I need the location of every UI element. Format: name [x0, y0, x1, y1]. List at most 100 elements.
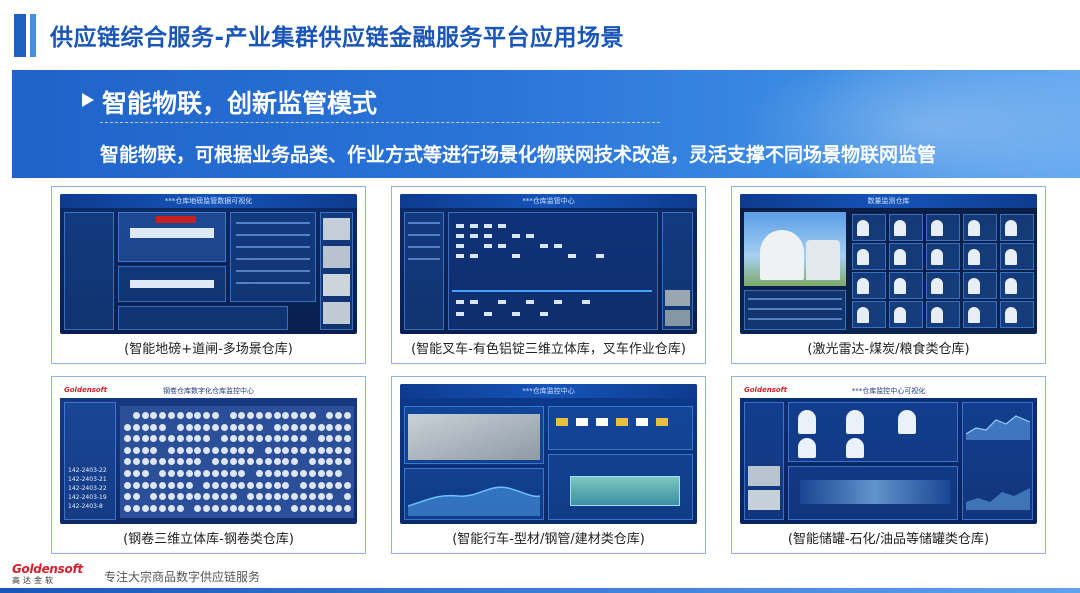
- coil-mark: [141, 446, 149, 454]
- coil-mark: [159, 458, 167, 466]
- card-caption: (智能地磅+道闸-多场景仓库): [124, 342, 293, 357]
- coil-mark: [229, 446, 237, 454]
- coil-mark: [256, 412, 263, 419]
- coil-mark: [335, 458, 343, 466]
- coil-mark: [317, 504, 325, 512]
- coil-mark: [203, 435, 211, 443]
- coil-mark: [344, 493, 351, 501]
- dashboard-title: 钢卷仓库数字化仓库监控中心: [163, 387, 254, 395]
- coil-mark: [150, 481, 158, 489]
- coil-mark: [291, 446, 299, 454]
- coil-mark: [273, 493, 281, 501]
- coil-mark: [317, 493, 325, 501]
- coil-mark: [150, 423, 158, 431]
- coil-mark: [291, 412, 299, 419]
- coil-mark: [291, 423, 299, 431]
- coil-mark: [282, 481, 290, 489]
- coil-mark: [194, 435, 202, 443]
- coil-mark: [317, 481, 325, 489]
- coil-mark: [256, 470, 263, 477]
- coil-mark: [220, 493, 228, 501]
- coil-mark: [141, 470, 149, 477]
- coil-mark: [229, 493, 237, 501]
- coil-mark: [326, 412, 334, 419]
- coil-mark: [344, 435, 351, 443]
- coil-mark: [300, 493, 307, 501]
- weighbridge-dashboard-screenshot: ***仓库地磅监管数据可视化: [60, 194, 357, 334]
- coil-mark: [185, 481, 193, 489]
- coil-mark: [300, 504, 307, 512]
- coil-mark: [256, 481, 263, 489]
- coil-mark: [291, 504, 299, 512]
- crane-dashboard-screenshot: ***仓库监控中心: [400, 384, 697, 524]
- coil-mark: [132, 481, 140, 489]
- coil-mark: [326, 493, 334, 501]
- coil-mark: [212, 423, 219, 431]
- coil-mark: [176, 412, 184, 419]
- silo-tile: [852, 301, 886, 328]
- coil-mark: [176, 470, 184, 477]
- coil-mark: [220, 481, 228, 489]
- card-caption: (智能叉车-有色铝锭三维立体库，叉车作业仓库): [411, 342, 686, 357]
- coil-mark: [247, 423, 255, 431]
- coil-mark: [159, 481, 167, 489]
- silo-tile: [852, 214, 886, 241]
- card-caption: (钢卷三维立体库-钢卷类仓库): [123, 532, 294, 547]
- coil-mark: [282, 493, 290, 501]
- coil-mark: [282, 423, 290, 431]
- coil-mark: [300, 412, 307, 419]
- coil-mark: [168, 470, 175, 477]
- coil-mark: [220, 470, 228, 477]
- title-accent-bar: [14, 14, 26, 57]
- coil-mark: [124, 446, 131, 454]
- coil-mark: [256, 458, 263, 466]
- dashboard-title: ***仓库监控中心可视化: [851, 387, 926, 395]
- coil-mark: [238, 504, 246, 512]
- coil-mark: [247, 481, 255, 489]
- dashboard-title: ***仓库监控中心: [522, 387, 575, 395]
- steel-coil-dashboard-screenshot: Goldensoft 钢卷仓库数字化仓库监控中心 142-2403-22 142…: [60, 384, 357, 524]
- coil-mark: [264, 481, 272, 489]
- coil-mark: [220, 504, 228, 512]
- coil-mark: [229, 481, 237, 489]
- coil-mark: [326, 446, 334, 454]
- scenario-card-forklift: ***仓库监管中心: [391, 186, 706, 364]
- coil-mark: [335, 435, 343, 443]
- coil-mark: [326, 470, 334, 477]
- section-banner: 智能物联，创新监管模式 智能物联，可根据业务品类、作业方式等进行场景化物联网技术…: [12, 70, 1080, 178]
- coil-mark: [229, 435, 237, 443]
- coil-mark: [159, 435, 167, 443]
- coil-mark: [335, 470, 343, 477]
- coil-mark: [220, 435, 228, 443]
- coil-mark: [212, 412, 219, 419]
- coil-mark: [264, 493, 272, 501]
- coil-mark: [335, 446, 343, 454]
- coil-mark: [141, 458, 149, 466]
- coil-mark: [185, 446, 193, 454]
- coil-mark: [291, 470, 299, 477]
- arrow-right-icon: [82, 93, 94, 107]
- coil-mark: [150, 458, 158, 466]
- coil-mark: [264, 446, 272, 454]
- coil-mark: [291, 435, 299, 443]
- coil-mark: [168, 412, 175, 419]
- coil-mark: [308, 458, 316, 466]
- silo-tile: [963, 214, 997, 241]
- coil-mark: [317, 446, 325, 454]
- coil-mark: [282, 412, 290, 419]
- coil-mark: [317, 458, 325, 466]
- coil-mark: [317, 470, 325, 477]
- scenario-card-weighbridge: ***仓库地磅监管数据可视化 (智能地磅+道闸-多场景仓库): [51, 186, 366, 364]
- coil-id: 142-2403-22: [68, 467, 107, 474]
- scenario-card-steel-coil: Goldensoft 钢卷仓库数字化仓库监控中心 142-2403-22 142…: [51, 376, 366, 554]
- coil-mark: [256, 435, 263, 443]
- coil-mark: [194, 470, 202, 477]
- scenario-card-crane: ***仓库监控中心 (智能行车-型材/钢管/建材类仓库): [391, 376, 706, 554]
- coil-mark: [247, 504, 255, 512]
- coil-mark: [194, 423, 202, 431]
- coil-mark: [194, 446, 202, 454]
- title-accent-bar-light: [30, 14, 36, 57]
- coil-mark: [273, 481, 281, 489]
- coil-mark: [203, 470, 211, 477]
- logo-wordmark: Goldensoft: [12, 562, 83, 576]
